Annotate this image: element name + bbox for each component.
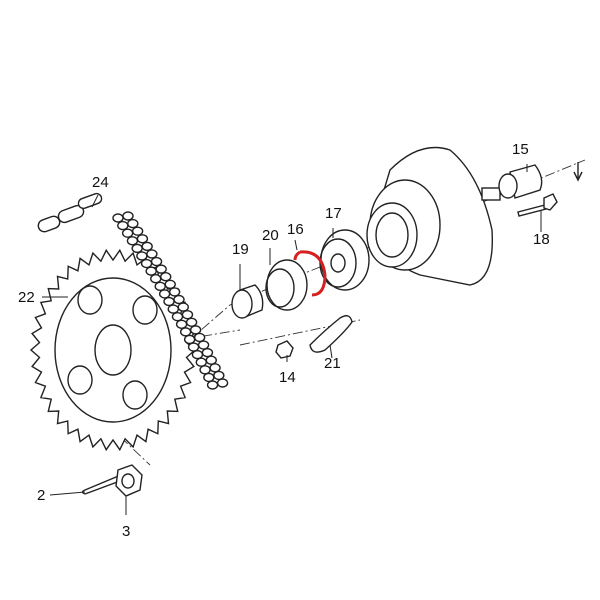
chain-link <box>183 334 196 345</box>
chain-link <box>185 317 198 327</box>
chain-link <box>154 281 166 292</box>
lock-washer-21 <box>309 315 353 353</box>
chain-link <box>181 309 194 320</box>
chain-link <box>164 279 176 290</box>
chain-link <box>158 289 171 299</box>
chain-link <box>121 228 134 238</box>
part-label-14: 14 <box>279 369 296 386</box>
leader-24 <box>91 194 99 208</box>
chain-link <box>189 325 202 335</box>
part-label-17: 17 <box>325 205 342 222</box>
chain-link <box>150 256 163 267</box>
centerline-3 <box>239 319 361 346</box>
chain-link <box>213 370 225 381</box>
chain-link <box>141 241 153 252</box>
chain-link <box>175 319 188 329</box>
axle-nut-3 <box>115 464 143 497</box>
collar-15 <box>498 164 543 199</box>
chain-link <box>195 357 207 367</box>
part-label-21: 21 <box>324 355 341 372</box>
chain-link <box>205 355 217 365</box>
part-label-20: 20 <box>262 227 279 244</box>
part-label-3: 3 <box>122 523 131 540</box>
chain-link <box>131 226 144 236</box>
chain-link <box>145 266 157 276</box>
chain-link <box>209 363 221 373</box>
chain-link <box>173 294 185 305</box>
chain-link <box>177 302 189 312</box>
chain-link <box>203 372 215 383</box>
chain-link <box>126 236 139 246</box>
chain-link <box>171 311 184 322</box>
bolt-18 <box>517 193 558 217</box>
chain-link <box>179 327 192 337</box>
part-label-18: 18 <box>533 231 550 248</box>
arrow-icon <box>573 162 583 182</box>
part-label-24: 24 <box>92 174 109 191</box>
part-label-15: 15 <box>512 141 529 158</box>
part-label-16: 16 <box>287 221 304 238</box>
spacer-19 <box>231 284 264 319</box>
circlip-16-end <box>293 250 301 261</box>
chain-link <box>193 332 206 343</box>
nut-14 <box>275 340 294 359</box>
bearing-17 <box>319 229 370 291</box>
chain-link <box>136 234 149 244</box>
part-label-19: 19 <box>232 241 249 258</box>
chain-link <box>167 304 179 314</box>
chain-link <box>117 220 129 231</box>
chain-joint-24 <box>37 192 103 233</box>
chain-link <box>122 211 134 221</box>
chain-link <box>127 218 139 229</box>
chain-link <box>160 272 172 282</box>
chain-link <box>150 274 162 284</box>
chain-link <box>216 378 229 388</box>
chain-link <box>140 258 153 269</box>
part-label-2: 2 <box>37 487 46 504</box>
chain-link <box>197 340 210 350</box>
leader-16 <box>294 239 298 251</box>
wheel-hub <box>366 146 501 286</box>
part-label-22: 22 <box>18 289 35 306</box>
chain-link <box>146 249 158 259</box>
chain-link <box>199 365 211 375</box>
chain-link <box>201 347 214 358</box>
oil-seal-20 <box>265 259 308 311</box>
circlip-16 <box>299 250 327 297</box>
leader-2 <box>49 491 86 496</box>
chain-link <box>187 342 200 352</box>
chain-link <box>131 243 143 254</box>
chain-link <box>206 380 219 390</box>
chain-link <box>112 213 124 223</box>
chain-link <box>168 287 181 297</box>
leader-21 <box>329 344 333 359</box>
chain-link <box>163 296 175 307</box>
chain-link <box>155 264 167 274</box>
chain-link <box>136 251 148 261</box>
drive-chain <box>112 211 229 390</box>
chain-link <box>191 349 204 360</box>
